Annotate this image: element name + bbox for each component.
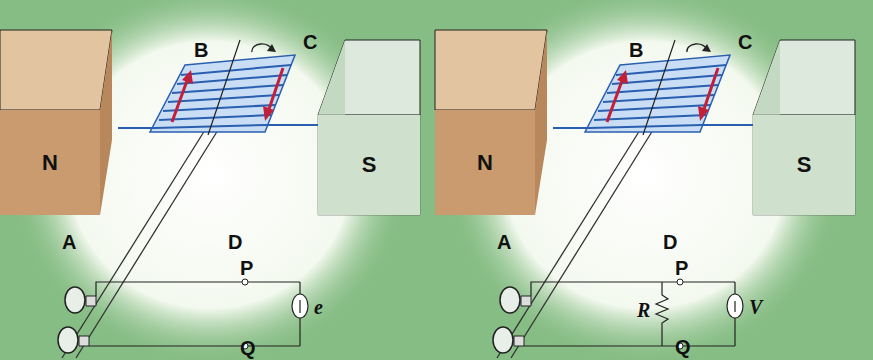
corner-label: C — [303, 32, 317, 52]
terminal-label: Q — [675, 337, 691, 357]
voltmeter-label: V — [749, 297, 762, 317]
corner-label: D — [228, 232, 242, 252]
pole-letter: N — [42, 150, 58, 176]
resistor-label: R — [637, 300, 650, 320]
magnet-pole: N — [0, 110, 100, 215]
corner-label: A — [497, 232, 511, 252]
terminal-label: Q — [240, 338, 256, 358]
corner-label: D — [663, 232, 677, 252]
corner-label: B — [194, 40, 208, 60]
pole-letter: S — [362, 152, 377, 178]
magnet-pole: S — [753, 115, 855, 215]
terminal-label: P — [240, 258, 253, 278]
pole-letter: S — [797, 152, 812, 178]
magnet-pole: S — [318, 115, 420, 215]
corner-label: A — [62, 232, 76, 252]
emf-symbol: e — [314, 297, 323, 317]
corner-label: B — [629, 40, 643, 60]
terminal-label: P — [675, 258, 688, 278]
magnet-pole: N — [435, 110, 535, 215]
pole-letter: N — [477, 150, 493, 176]
corner-label: C — [738, 32, 752, 52]
